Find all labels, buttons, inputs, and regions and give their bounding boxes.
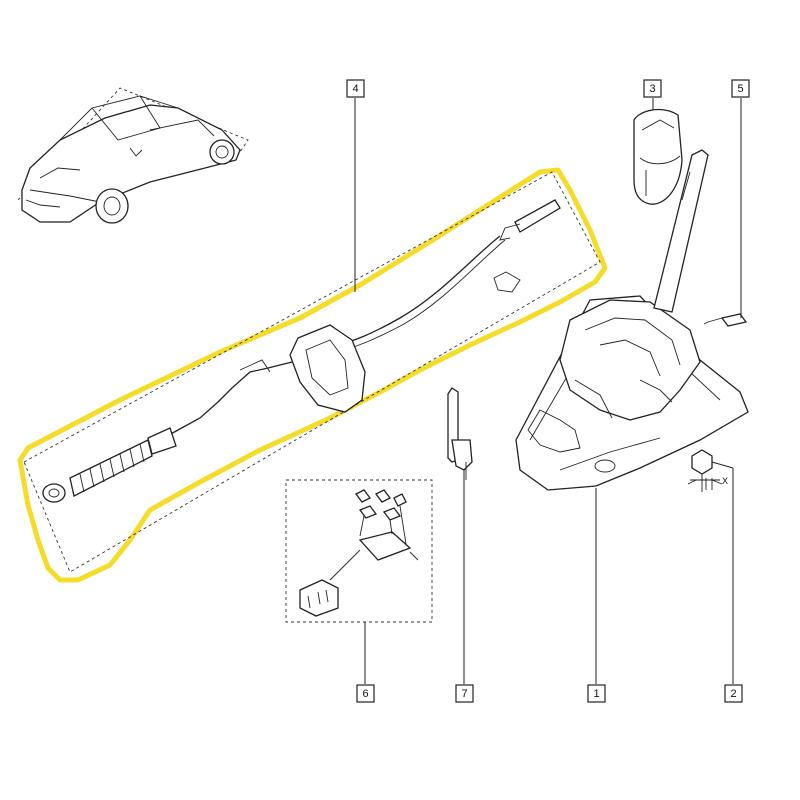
- part-number-label: 5: [737, 83, 743, 95]
- part-number-label: 7: [461, 688, 467, 700]
- dimension-label: X: [722, 476, 728, 486]
- part-number-label: 4: [352, 83, 358, 95]
- wiring-harness: [285, 479, 433, 623]
- callout-part-7[interactable]: 7: [455, 684, 474, 703]
- part-number-label: 2: [730, 688, 736, 700]
- highlight-outline: [17, 167, 608, 583]
- callout-part-5[interactable]: 5: [731, 79, 750, 98]
- callout-part-1[interactable]: 1: [587, 684, 606, 703]
- part-number-label: 1: [593, 688, 599, 700]
- callout-part-3[interactable]: 3: [643, 79, 662, 98]
- bulb-part: [703, 313, 748, 327]
- part-number-label: 3: [649, 83, 655, 95]
- gear-shifter-base: [515, 149, 749, 491]
- callout-part-2[interactable]: 2: [724, 684, 743, 703]
- gear-cable-assembly: [23, 171, 601, 573]
- vehicle-illustration: [17, 87, 249, 224]
- sensor-bracket: [447, 387, 473, 480]
- gear-knob: [633, 108, 683, 205]
- callout-part-6[interactable]: 6: [356, 684, 375, 703]
- dimension-mark: X: [690, 476, 728, 486]
- part-number-label: 6: [362, 688, 368, 700]
- leader-lines: [354, 98, 742, 684]
- callout-part-4[interactable]: 4: [346, 79, 365, 98]
- nut-part: [687, 449, 723, 492]
